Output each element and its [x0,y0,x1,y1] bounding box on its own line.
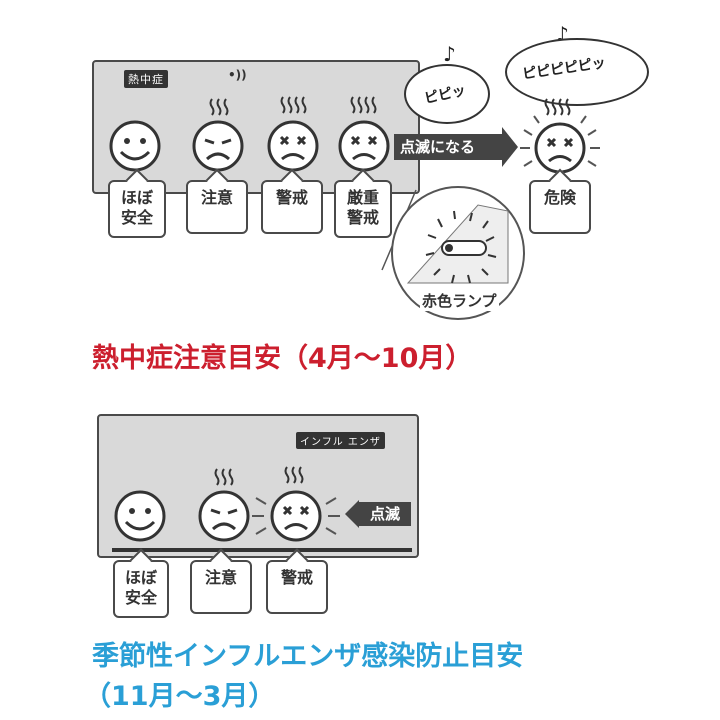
level-label-severe-warning: 厳重 警戒 [334,168,392,238]
beep-bubble-large [505,38,649,106]
heat-display-tag: 熱中症 [124,70,168,88]
steam-icon [544,98,571,116]
red-lamp-icon [391,186,525,320]
beep-bubble-small [404,64,490,124]
flu-level-label-safe: ほぼ 安全 [113,548,169,618]
blinking-dizzy-face-icon [252,490,340,542]
steam-icon [280,96,307,114]
steam-icon [350,96,377,114]
flu-blink-arrow: 点滅 [359,502,411,526]
dizzy-face-icon [338,120,390,172]
dizzy-face-icon [267,120,319,172]
steam-icon [209,98,229,116]
music-note-icon: ♪ [443,42,456,66]
flu-display-tag: インフル エンザ [296,432,385,449]
sound-icon: •)) [228,68,247,82]
steam-icon [284,466,304,484]
flu-level-label-warning: 警戒 [266,548,328,614]
steam-icon [214,468,234,486]
arrow-head [502,127,518,167]
worried-face-icon [192,120,244,172]
danger-face-icon [520,115,600,174]
blink-arrow: 点滅になる [394,134,502,160]
smile-face-icon [109,120,161,172]
level-label-danger: 危険 [529,168,591,234]
flu-heading-line2: （11月〜3月） [84,681,276,712]
flu-panel-baseline [112,548,412,552]
smile-face-icon [114,490,166,542]
lamp-caption: 赤色ランプ [420,290,499,311]
flu-heading-line1: 季節性インフルエンザ感染防止目安 [92,641,524,672]
level-label-caution: 注意 [186,168,248,234]
worried-face-icon [198,490,250,542]
heat-heading: 熱中症注意目安（4月〜10月） [92,343,473,374]
level-label-safe: ほぼ 安全 [108,168,166,238]
flu-level-label-caution: 注意 [190,548,252,614]
level-label-warning: 警戒 [261,168,323,234]
flu-arrow-head [345,500,359,528]
